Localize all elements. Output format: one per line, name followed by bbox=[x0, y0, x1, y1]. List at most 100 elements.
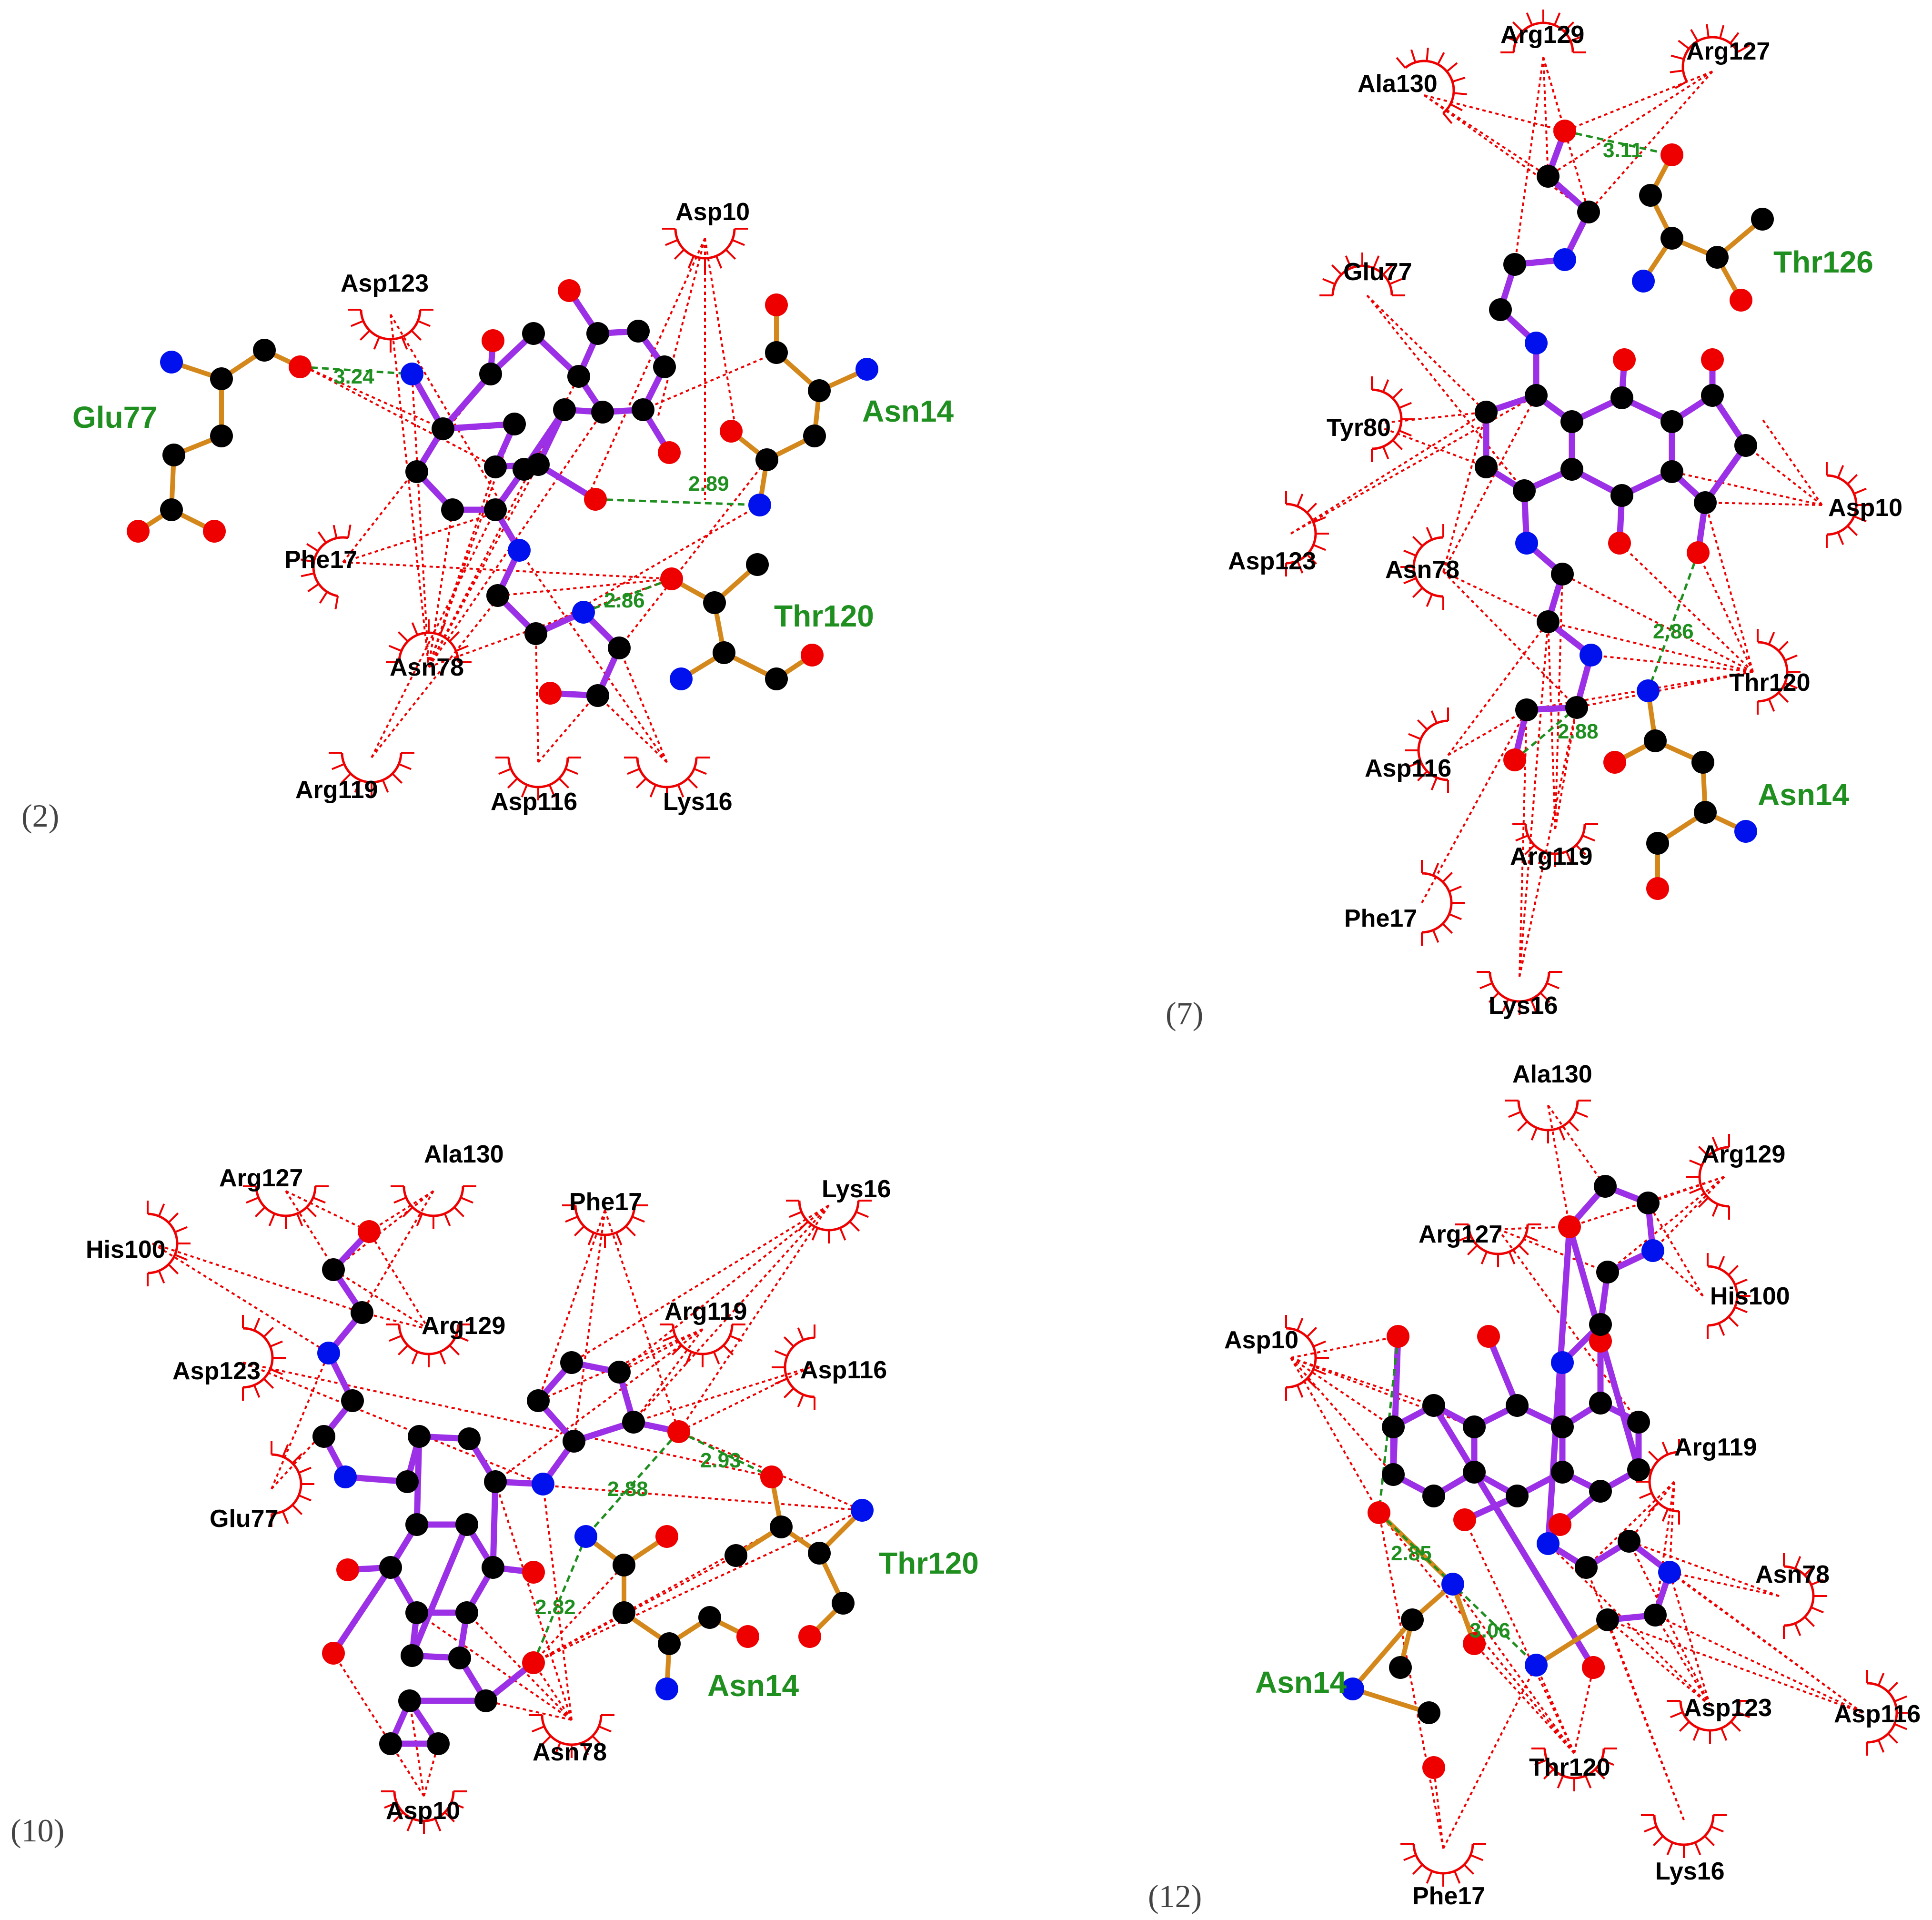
arc-spoke bbox=[521, 784, 528, 798]
arc-spoke bbox=[1689, 1159, 1702, 1167]
arc-spoke bbox=[1648, 1502, 1659, 1513]
hydrophobic-contact-line bbox=[1547, 1105, 1570, 1227]
hydrophobic-arc-icon bbox=[1405, 707, 1449, 793]
arc-spoke bbox=[1837, 465, 1844, 478]
arc-spoke bbox=[174, 1226, 188, 1233]
hydrophobic-contact-line bbox=[1647, 1202, 1704, 1297]
oxygen-atom bbox=[658, 441, 681, 464]
carbon-atom bbox=[1646, 832, 1669, 855]
hbond-distance-label: 2.86 bbox=[1653, 620, 1694, 643]
hydrophobic-residue-label: Asp10 bbox=[1828, 494, 1902, 522]
arc-spoke bbox=[1458, 1234, 1471, 1242]
carbon-atom bbox=[1382, 1415, 1405, 1438]
arc-spoke bbox=[1648, 1450, 1659, 1462]
carbon-atom bbox=[1506, 1394, 1529, 1417]
nitrogen-atom bbox=[532, 1473, 554, 1496]
arc-spoke bbox=[270, 1368, 283, 1375]
hydrophobic-arc-icon bbox=[624, 757, 710, 800]
arc-spoke bbox=[1887, 1681, 1899, 1693]
arc-spoke bbox=[332, 525, 338, 538]
hydrophobic-contact-line bbox=[368, 1190, 434, 1233]
carbon-atom bbox=[746, 553, 769, 576]
hydrophobic-contact-line bbox=[1619, 542, 1754, 673]
arc-spoke bbox=[1784, 654, 1798, 662]
hydrophobic-arc-icon bbox=[1670, 24, 1750, 89]
carbon-atom bbox=[1551, 1461, 1574, 1484]
hydrophobic-contact-line bbox=[1442, 1665, 1537, 1849]
carbon-atom bbox=[653, 355, 676, 378]
arc-spoke bbox=[1538, 851, 1545, 864]
arc-spoke bbox=[411, 1351, 419, 1364]
hydrophobic-contact-line bbox=[1607, 1619, 1863, 1714]
arc-spoke bbox=[1382, 264, 1394, 275]
hydrophobic-residue-label: Arg119 bbox=[664, 1298, 747, 1325]
arc-spoke bbox=[444, 1811, 455, 1823]
arc-spoke bbox=[455, 645, 469, 652]
arc-spoke bbox=[1296, 494, 1304, 507]
hydrophobic-contact-line bbox=[368, 1231, 430, 1330]
panel-label: (12) bbox=[1148, 1878, 1202, 1914]
arc-spoke bbox=[1408, 733, 1421, 740]
carbon-atom bbox=[432, 417, 454, 440]
hydrophobic-residue-label: Asn78 bbox=[533, 1738, 607, 1766]
hydrophobic-contact-line bbox=[1585, 1567, 1685, 1820]
arc-spoke bbox=[1412, 536, 1423, 547]
carbon-atom bbox=[524, 622, 547, 645]
hydrophobic-arc-icon bbox=[1686, 1134, 1730, 1220]
oxygen-atom bbox=[1608, 532, 1631, 555]
arc-spoke bbox=[359, 330, 371, 341]
ligand-bond bbox=[440, 371, 494, 432]
hydrophobic-contact-line bbox=[332, 1190, 434, 1271]
carbon-atom bbox=[408, 1425, 431, 1448]
arc-curve bbox=[402, 1186, 464, 1217]
hydrophobic-contact-line bbox=[428, 464, 539, 667]
hydrophobic-contact-line bbox=[533, 1509, 863, 1664]
hydrophobic-contact-line bbox=[573, 1210, 606, 1442]
hydrophobic-contact-line bbox=[618, 1204, 830, 1373]
arc-spoke bbox=[1730, 1721, 1741, 1732]
hydrophobic-residue-label: Arg119 bbox=[1510, 843, 1592, 870]
residue-bond bbox=[1350, 1617, 1415, 1691]
oxygen-atom bbox=[660, 567, 683, 590]
oxygen-atom bbox=[1422, 1756, 1445, 1779]
hydrophobic-residue-label: Asn78 bbox=[390, 654, 464, 681]
carbon-atom bbox=[1560, 410, 1583, 433]
hydrophobic-arc-icon bbox=[242, 1315, 286, 1401]
arc-spoke bbox=[1675, 81, 1688, 89]
arc-spoke bbox=[1503, 35, 1517, 42]
hydrophobic-residue-label: Asp10 bbox=[675, 198, 750, 226]
arc-spoke bbox=[417, 320, 431, 327]
carbon-atom bbox=[698, 1606, 721, 1629]
atom-layer bbox=[127, 120, 1774, 1779]
arc-curve bbox=[360, 309, 422, 341]
hydrophobic-arc-icon bbox=[301, 525, 352, 609]
arc-spoke bbox=[382, 779, 389, 793]
carbon-atom bbox=[1627, 1411, 1650, 1434]
arc-spoke bbox=[334, 596, 339, 609]
carbon-atom bbox=[455, 1513, 478, 1536]
hydrophobic-residue-label: Lys16 bbox=[1489, 992, 1558, 1020]
arc-spoke bbox=[1679, 1721, 1690, 1732]
panel-label: (7) bbox=[1166, 995, 1203, 1031]
oxygen-atom bbox=[1603, 751, 1626, 774]
arc-spoke bbox=[402, 1206, 413, 1218]
arc-spoke bbox=[301, 558, 314, 563]
hydrophobic-arc-icon bbox=[243, 1185, 329, 1229]
nitrogen-atom bbox=[1734, 820, 1757, 843]
arc-spoke bbox=[451, 1801, 464, 1809]
oxygen-atom bbox=[655, 1525, 678, 1548]
arc-spoke bbox=[587, 1232, 595, 1245]
hydrogen-bond-line bbox=[1647, 552, 1700, 691]
hydrophobic-arc-layer bbox=[147, 10, 1910, 1887]
arc-spoke bbox=[1480, 1251, 1488, 1264]
oxygen-atom bbox=[798, 1625, 821, 1648]
arc-spoke bbox=[1345, 255, 1352, 269]
arc-spoke bbox=[1306, 1326, 1318, 1338]
carbon-atom bbox=[1627, 1458, 1650, 1481]
hbond-distance-label: 3.24 bbox=[333, 365, 374, 388]
arc-spoke bbox=[392, 1811, 404, 1823]
arc-spoke bbox=[1426, 594, 1433, 607]
carbon-atom bbox=[627, 320, 650, 343]
hydrophobic-contact-line bbox=[500, 578, 672, 596]
